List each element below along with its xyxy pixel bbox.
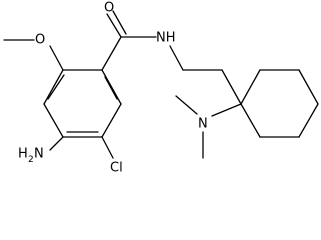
bond-ring-to-carbonyl: [101, 36, 122, 71]
amino-hydrogen: H: [18, 147, 28, 162]
bonds: [3, 10, 319, 159]
bond-cyclohexane-4: [298, 103, 319, 138]
atom-chlorine: Cl: [110, 161, 123, 176]
atom-labels: O NH O N H 2 N Cl: [18, 1, 208, 176]
bond-ring-to-nh2: [49, 136, 64, 151]
bond-ring-1: [101, 69, 122, 105]
atom-amino-group: H 2 N: [18, 147, 44, 166]
bond-nh-to-ch2: [169, 45, 184, 71]
atom-carbonyl-oxygen: O: [104, 1, 114, 16]
bond-ring-5: [43, 69, 64, 105]
bond-n-to-methyl-up: [175, 95, 198, 115]
amino-subscript: 2: [28, 155, 34, 165]
bond-cyclohexane-1: [240, 69, 261, 105]
bond-carbonyl-double-2: [112, 10, 127, 35]
atom-amide-nitrogen: NH: [156, 31, 176, 46]
bond-ring-4: [43, 103, 64, 138]
chemical-structure-diagram: O NH O N H 2 N Cl: [3, 1, 319, 176]
atom-amine-nitrogen: N: [198, 117, 208, 132]
bond-ring-inner-3: [47, 74, 65, 100]
bond-cyclohexane-6: [240, 103, 261, 138]
bond-ring-to-methoxy-o: [49, 45, 64, 71]
atom-methoxy-oxygen: O: [35, 33, 45, 48]
amino-nitrogen: N: [34, 147, 44, 162]
bond-ring-inner-1: [104, 76, 118, 100]
bond-ring-to-cl: [101, 136, 114, 159]
bond-ring-2: [101, 103, 122, 138]
bond-quaternary-to-n: [211, 103, 242, 117]
bond-carbonyl-double-1: [106, 13, 122, 38]
bond-ch2-to-quaternary: [221, 69, 242, 105]
bond-cyclohexane-3: [298, 69, 319, 105]
